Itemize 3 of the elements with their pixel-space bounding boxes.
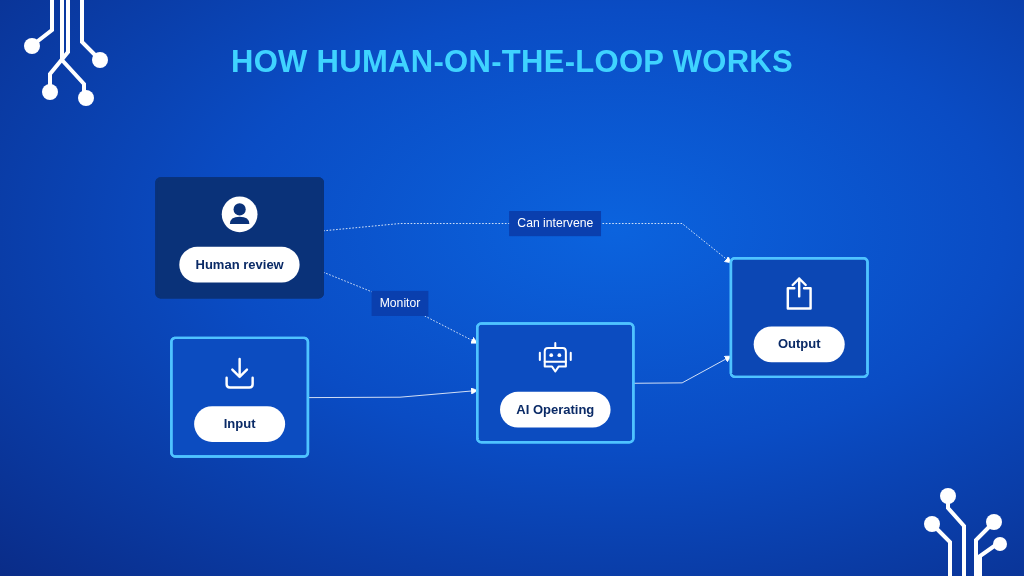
edge-label: Monitor [379, 296, 421, 310]
diagram-title: HOW HUMAN-ON-THE-LOOP WORKS [231, 44, 793, 80]
edge-label: Can intervene [517, 216, 594, 231]
